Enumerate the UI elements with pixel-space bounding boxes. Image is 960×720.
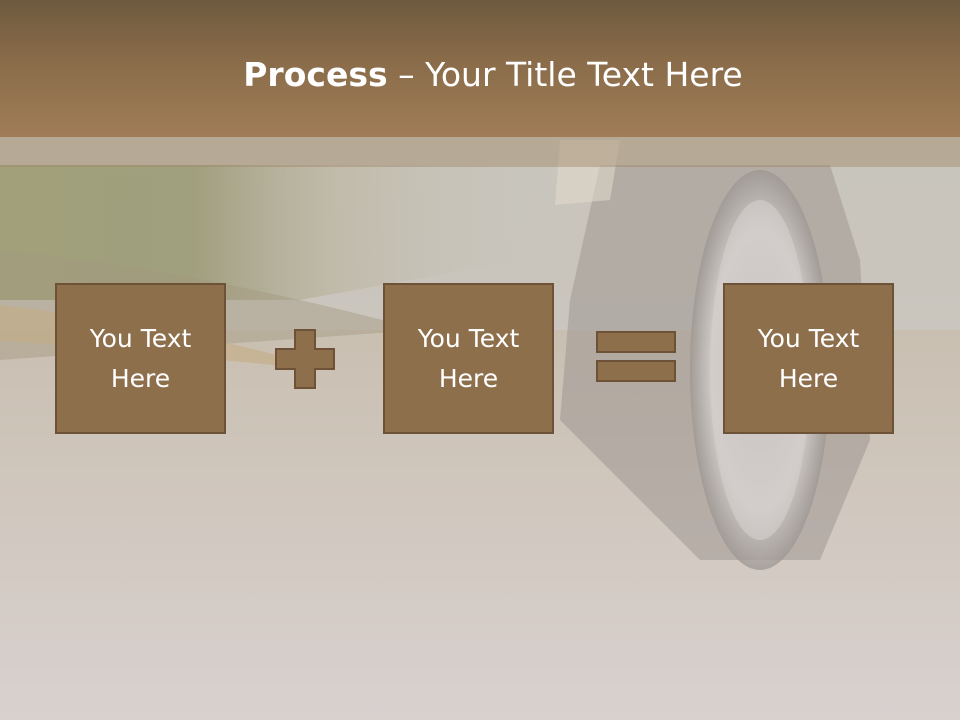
- process-box-2[interactable]: You Text Here: [383, 283, 554, 434]
- plus-icon: [275, 329, 335, 389]
- process-box-1-text: You Text Here: [89, 323, 192, 393]
- header-strip: [0, 137, 960, 167]
- process-box-1[interactable]: You Text Here: [55, 283, 226, 434]
- equals-icon: [596, 331, 676, 382]
- slide-title: Process – Your Title Text Here: [0, 52, 960, 98]
- process-box-2-text: You Text Here: [417, 323, 520, 393]
- header-bar: [0, 0, 960, 137]
- process-box-3-text: You Text Here: [757, 323, 860, 393]
- title-bold: Process: [243, 55, 388, 94]
- title-rest: – Your Title Text Here: [387, 55, 743, 94]
- process-box-3[interactable]: You Text Here: [723, 283, 894, 434]
